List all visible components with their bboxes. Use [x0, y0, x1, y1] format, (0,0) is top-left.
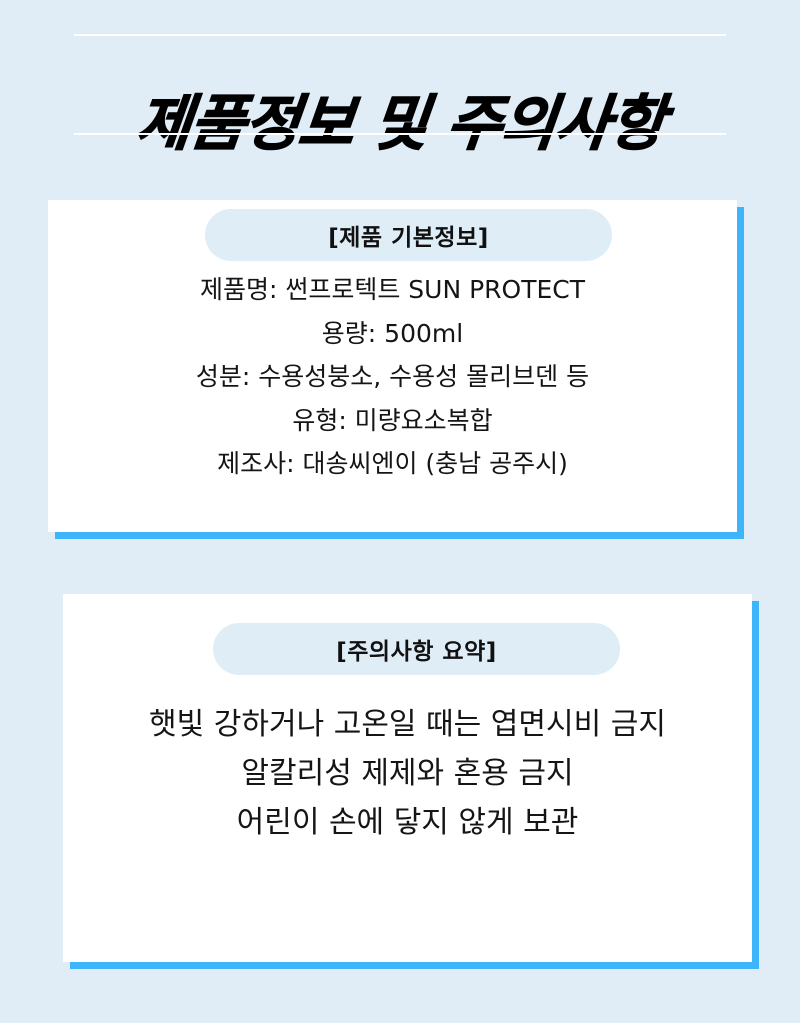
title-top-divider [74, 34, 726, 36]
product-volume-line: 용량: 500ml [321, 318, 464, 348]
precautions-heading: [주의사항 요약] [213, 623, 620, 675]
page-title: 제품정보 및 주의사항 [132, 88, 668, 160]
precautions-card: [주의사항 요약] 햇빛 강하거나 고온일 때는 엽면시비 금지 알칼리성 제제… [63, 594, 752, 962]
precaution-item: 햇빛 강하거나 고온일 때는 엽면시비 금지 [149, 707, 666, 742]
precaution-item: 알칼리성 제제와 혼용 금지 [241, 756, 574, 791]
title-bottom-divider [74, 133, 726, 135]
product-info-card: [제품 기본정보] 제품명: 썬프로텍트 SUN PROTECT 용량: 500… [48, 200, 737, 532]
product-name-line: 제품명: 썬프로텍트 SUN PROTECT [199, 275, 586, 304]
product-ingredients-line: 성분: 수용성붕소, 수용성 몰리브덴 등 [195, 362, 590, 391]
product-info-heading: [제품 기본정보] [205, 209, 612, 261]
product-info-list: 제품명: 썬프로텍트 SUN PROTECT 용량: 500ml 성분: 수용성… [48, 268, 737, 486]
product-type-line: 유형: 미량요소복합 [292, 405, 493, 435]
precaution-item: 어린이 손에 닿지 않게 보관 [236, 805, 579, 840]
precautions-list: 햇빛 강하거나 고온일 때는 엽면시비 금지 알칼리성 제제와 혼용 금지 어린… [63, 700, 752, 847]
product-manufacturer-line: 제조사: 대송씨엔이 (충남 공주시) [217, 449, 568, 478]
